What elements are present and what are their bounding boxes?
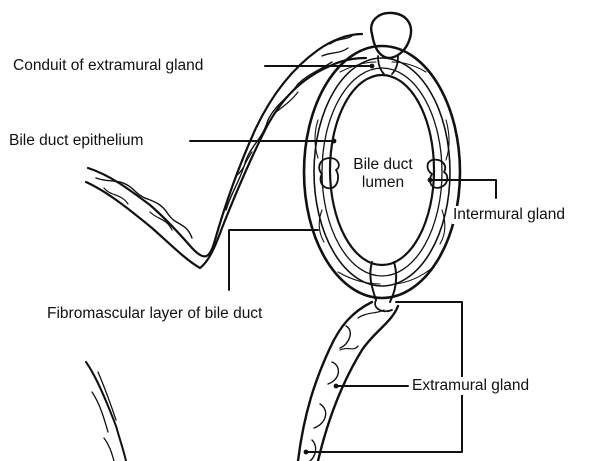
label-conduit: Conduit of extramural gland [12, 57, 204, 75]
label-fibromascular: Fibromascular layer of bile duct [46, 305, 263, 323]
lower-extramural-tissue [298, 302, 398, 461]
label-lumen-line2: lumen [333, 174, 433, 192]
leader-fibromascular [229, 230, 318, 290]
label-lumen: Bile duct lumen [332, 156, 434, 192]
label-intermural: Intermural gland [452, 206, 566, 224]
leader-dots [304, 64, 433, 455]
dot-epithelium [332, 139, 337, 144]
dot-extramural [334, 384, 339, 389]
dot-conduit [370, 64, 375, 69]
dot-extramural-lower [304, 450, 309, 455]
left-lower-tissue [86, 362, 126, 461]
label-lumen-line1: Bile duct [333, 156, 433, 174]
leader-intermural [430, 180, 496, 198]
label-epithelium: Bile duct epithelium [8, 132, 144, 150]
label-extramural: Extramural gland [411, 377, 530, 395]
